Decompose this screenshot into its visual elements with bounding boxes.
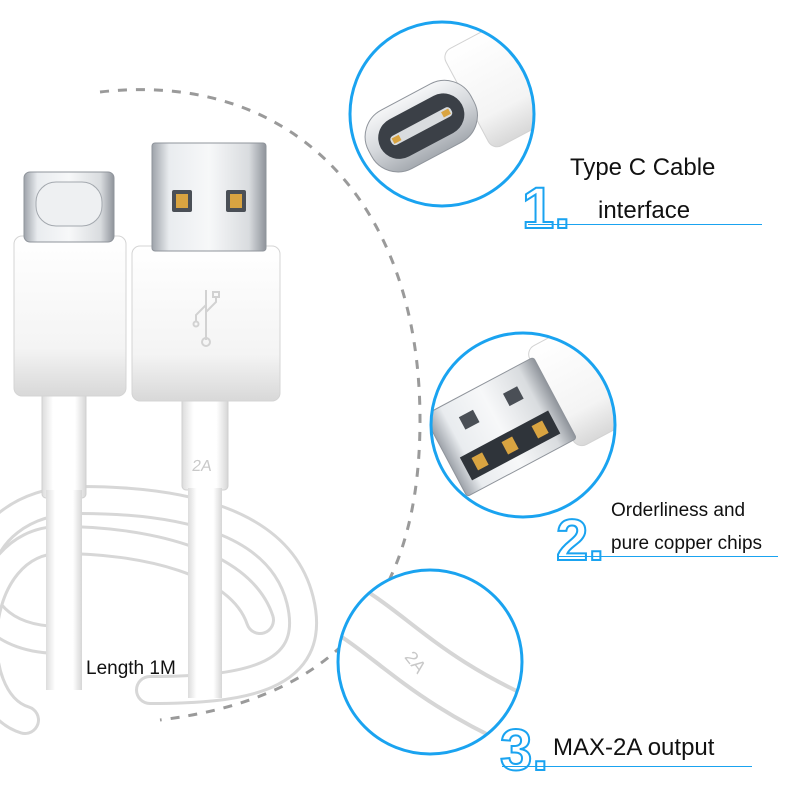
feature-3-underline: [502, 766, 752, 767]
zoom-circle-usb-a: [429, 331, 617, 519]
feature-number-2: 2.: [555, 508, 605, 573]
feature-3-line-1: MAX-2A output: [553, 734, 715, 761]
cable-coil: [0, 484, 318, 735]
feature-number-1: 1.: [521, 176, 571, 241]
feature-2-line-1: Orderliness and: [611, 500, 746, 521]
feature-1-underline: [528, 224, 762, 225]
zoom-circle-type-c: [348, 20, 536, 208]
zoom-circle-cable: [336, 568, 524, 756]
length-label: Length 1M: [86, 658, 176, 679]
feature-1-line-2: interface: [598, 197, 691, 224]
type-c-plug: [13, 171, 127, 690]
dashed-separator-arc: [99, 88, 422, 722]
usb-trident-icon: [192, 290, 220, 347]
feature-1-line-1: Type C Cable: [570, 154, 716, 181]
feature-2-line-2: pure copper chips: [611, 533, 763, 554]
feature-number-3: 3.: [499, 718, 549, 783]
usb-a-plug: [131, 142, 281, 698]
rating-marking: 2A: [190, 458, 213, 475]
feature-2-underline: [558, 556, 778, 557]
